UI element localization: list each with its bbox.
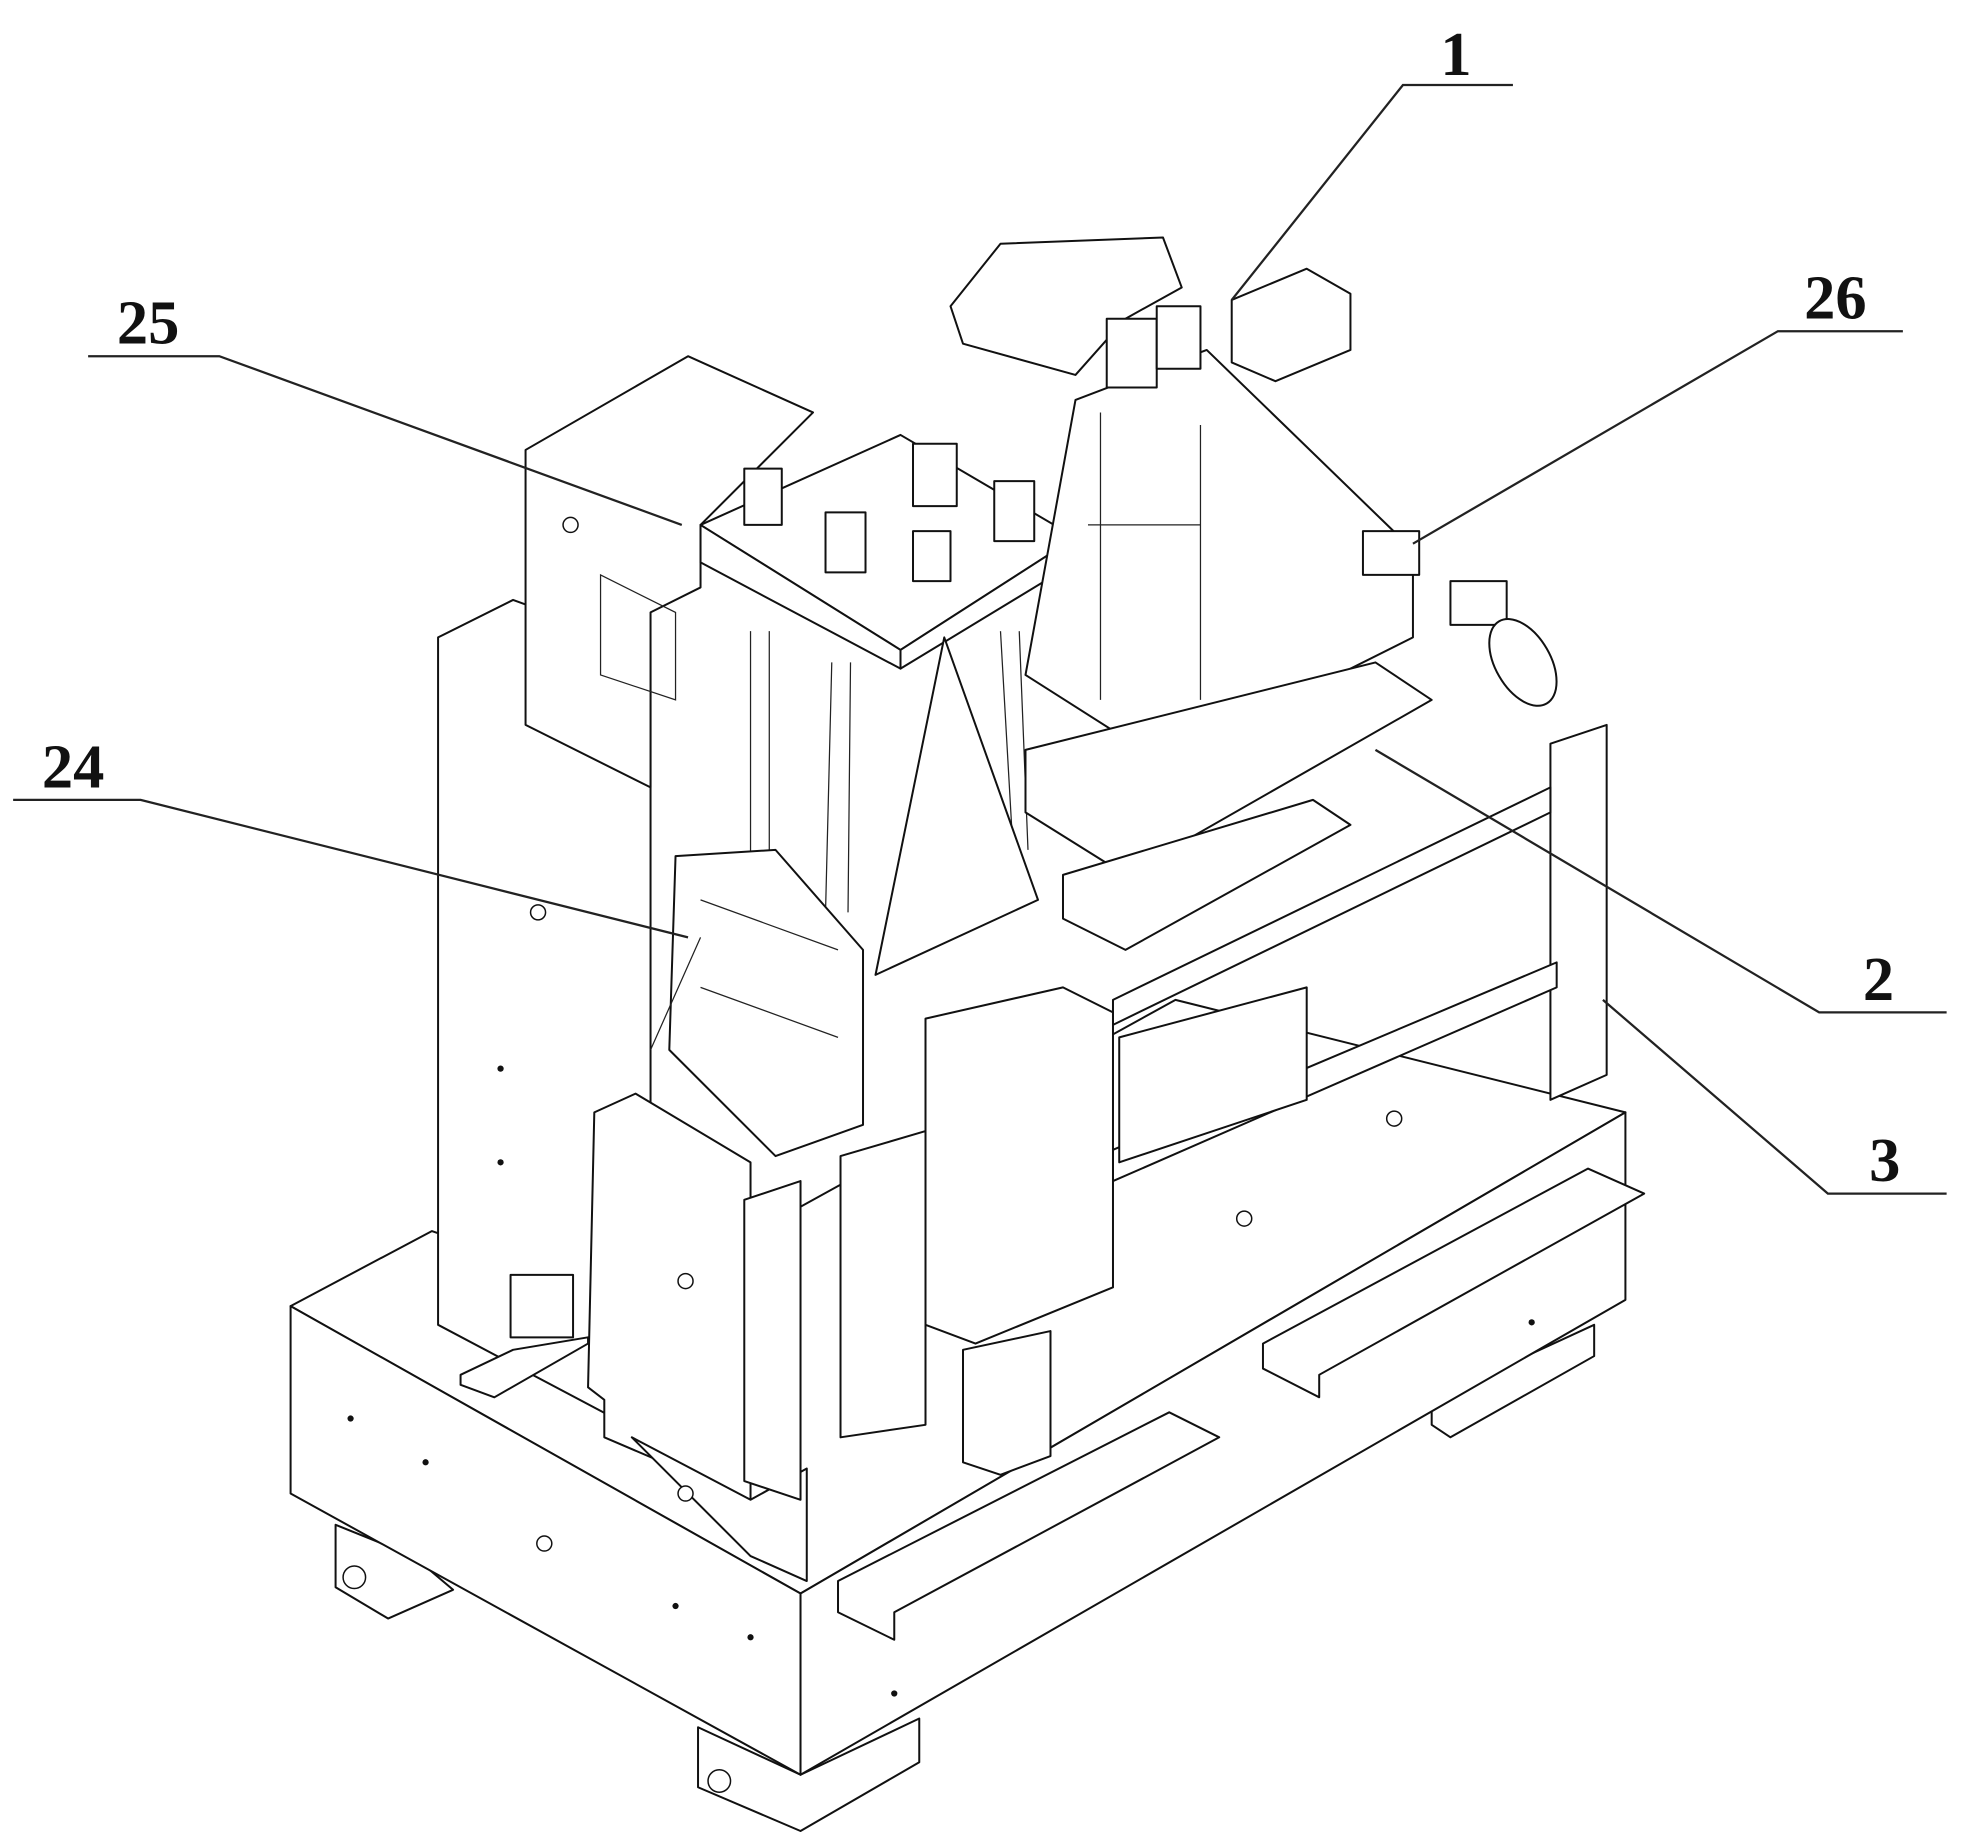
- motor: [1232, 269, 1351, 381]
- label-25: 25: [117, 288, 179, 358]
- callout-1: 1: [1232, 19, 1513, 300]
- machine-body: [291, 237, 1645, 1831]
- module-24: [669, 850, 863, 1156]
- leader-line-26: [1413, 331, 1903, 543]
- side-panel-3: [1550, 725, 1606, 1100]
- callout-2: 2: [1375, 750, 1946, 1014]
- label-3: 3: [1869, 1125, 1900, 1195]
- label-24: 24: [42, 731, 104, 801]
- callout-26: 26: [1413, 263, 1903, 544]
- label-26: 26: [1804, 263, 1866, 333]
- funnel: [876, 637, 1038, 974]
- center-module: [926, 987, 1113, 1343]
- label-2: 2: [1863, 944, 1894, 1014]
- leader-line-1: [1232, 85, 1513, 300]
- lower-motor: [963, 1331, 1050, 1475]
- left-column-front: [588, 1094, 750, 1500]
- connector-block: [1363, 531, 1419, 575]
- leader-line-2: [1375, 750, 1946, 1012]
- label-1: 1: [1440, 19, 1471, 89]
- left-panel: [744, 1181, 800, 1500]
- callout-3: 3: [1603, 1000, 1947, 1195]
